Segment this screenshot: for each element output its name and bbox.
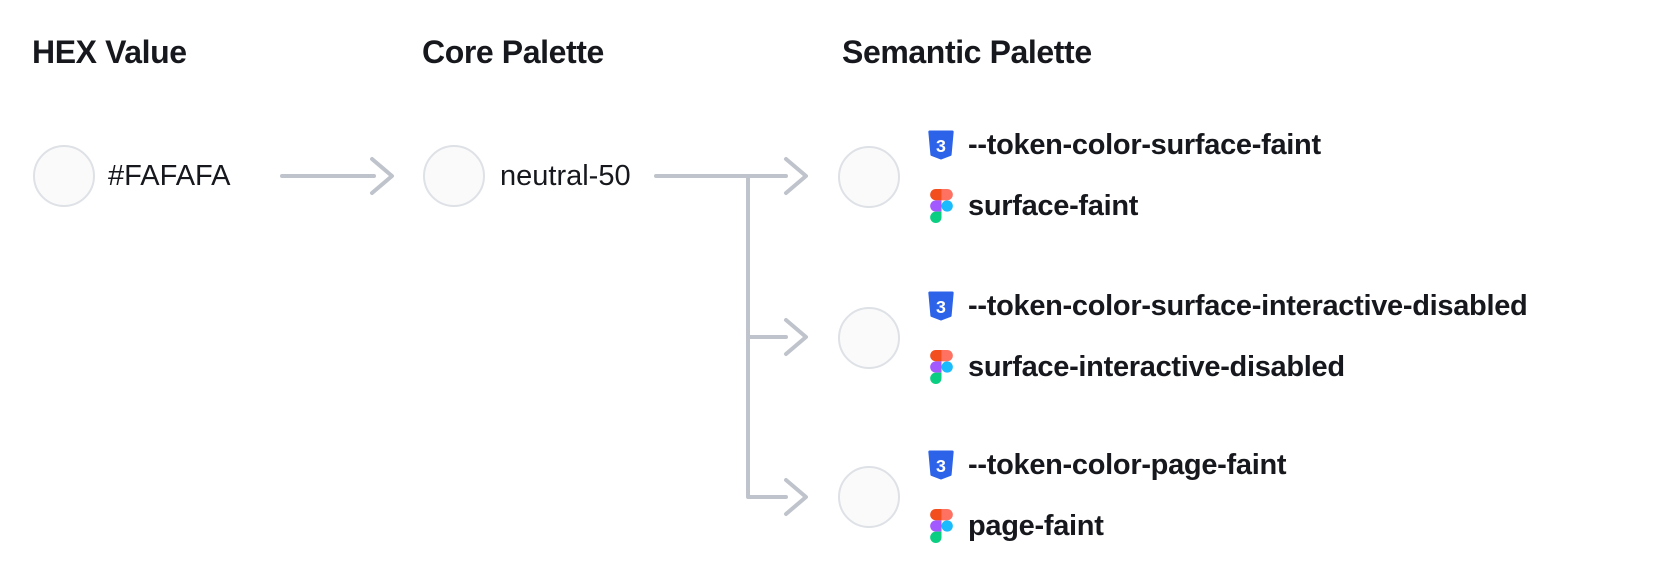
branch-trunk-and-bottom: [746, 174, 788, 499]
semantic-color-swatch: [838, 466, 900, 528]
svg-text:3: 3: [936, 456, 946, 476]
figma-icon: [926, 509, 956, 543]
semantic-token-row: 3 --token-color-page-faint page-faint: [838, 448, 1658, 548]
figma-style-label: surface-interactive-disabled: [968, 350, 1345, 383]
arrowhead-semantic-2: [784, 318, 808, 356]
semantic-color-swatch: [838, 307, 900, 369]
semantic-color-swatch: [838, 146, 900, 208]
arrowhead-semantic-1: [784, 157, 808, 195]
figma-style-label: surface-faint: [968, 189, 1139, 222]
semantic-token-row: 3 --token-color-surface-interactive-disa…: [838, 289, 1658, 389]
figma-style-line: page-faint: [926, 509, 1104, 543]
semantic-token-row: 3 --token-color-surface-faint surface-fa…: [838, 128, 1658, 228]
css-variable-line: 3 --token-color-surface-interactive-disa…: [926, 289, 1528, 322]
svg-text:3: 3: [936, 136, 946, 156]
css-variable-label: --token-color-surface-interactive-disabl…: [968, 289, 1528, 322]
figma-icon: [926, 189, 956, 223]
hex-value-node: #FAFAFA: [33, 145, 231, 207]
arrowhead-hex-to-core: [370, 157, 394, 195]
figma-icon: [926, 350, 956, 384]
column-header-core-palette: Core Palette: [422, 34, 604, 70]
arrowhead-semantic-3: [784, 478, 808, 516]
column-header-semantic-palette: Semantic Palette: [842, 34, 1092, 70]
core-color-swatch: [423, 145, 485, 207]
css3-icon: 3: [926, 450, 956, 480]
css-variable-label: --token-color-page-faint: [968, 448, 1287, 481]
column-header-hex-value: HEX Value: [32, 34, 187, 70]
svg-text:3: 3: [936, 297, 946, 317]
css-variable-label: --token-color-surface-faint: [968, 128, 1321, 161]
css-variable-line: 3 --token-color-page-faint: [926, 448, 1287, 481]
figma-style-line: surface-faint: [926, 189, 1138, 223]
hex-color-swatch: [33, 145, 95, 207]
css-variable-line: 3 --token-color-surface-faint: [926, 129, 1321, 161]
core-name-label: neutral-50: [500, 159, 631, 192]
css3-icon: 3: [926, 130, 956, 160]
css3-icon: 3: [926, 291, 956, 321]
hex-value-label: #FAFAFA: [108, 159, 231, 192]
figma-style-line: surface-interactive-disabled: [926, 350, 1345, 384]
figma-style-label: page-faint: [968, 509, 1104, 542]
core-palette-node: neutral-50: [423, 145, 631, 207]
